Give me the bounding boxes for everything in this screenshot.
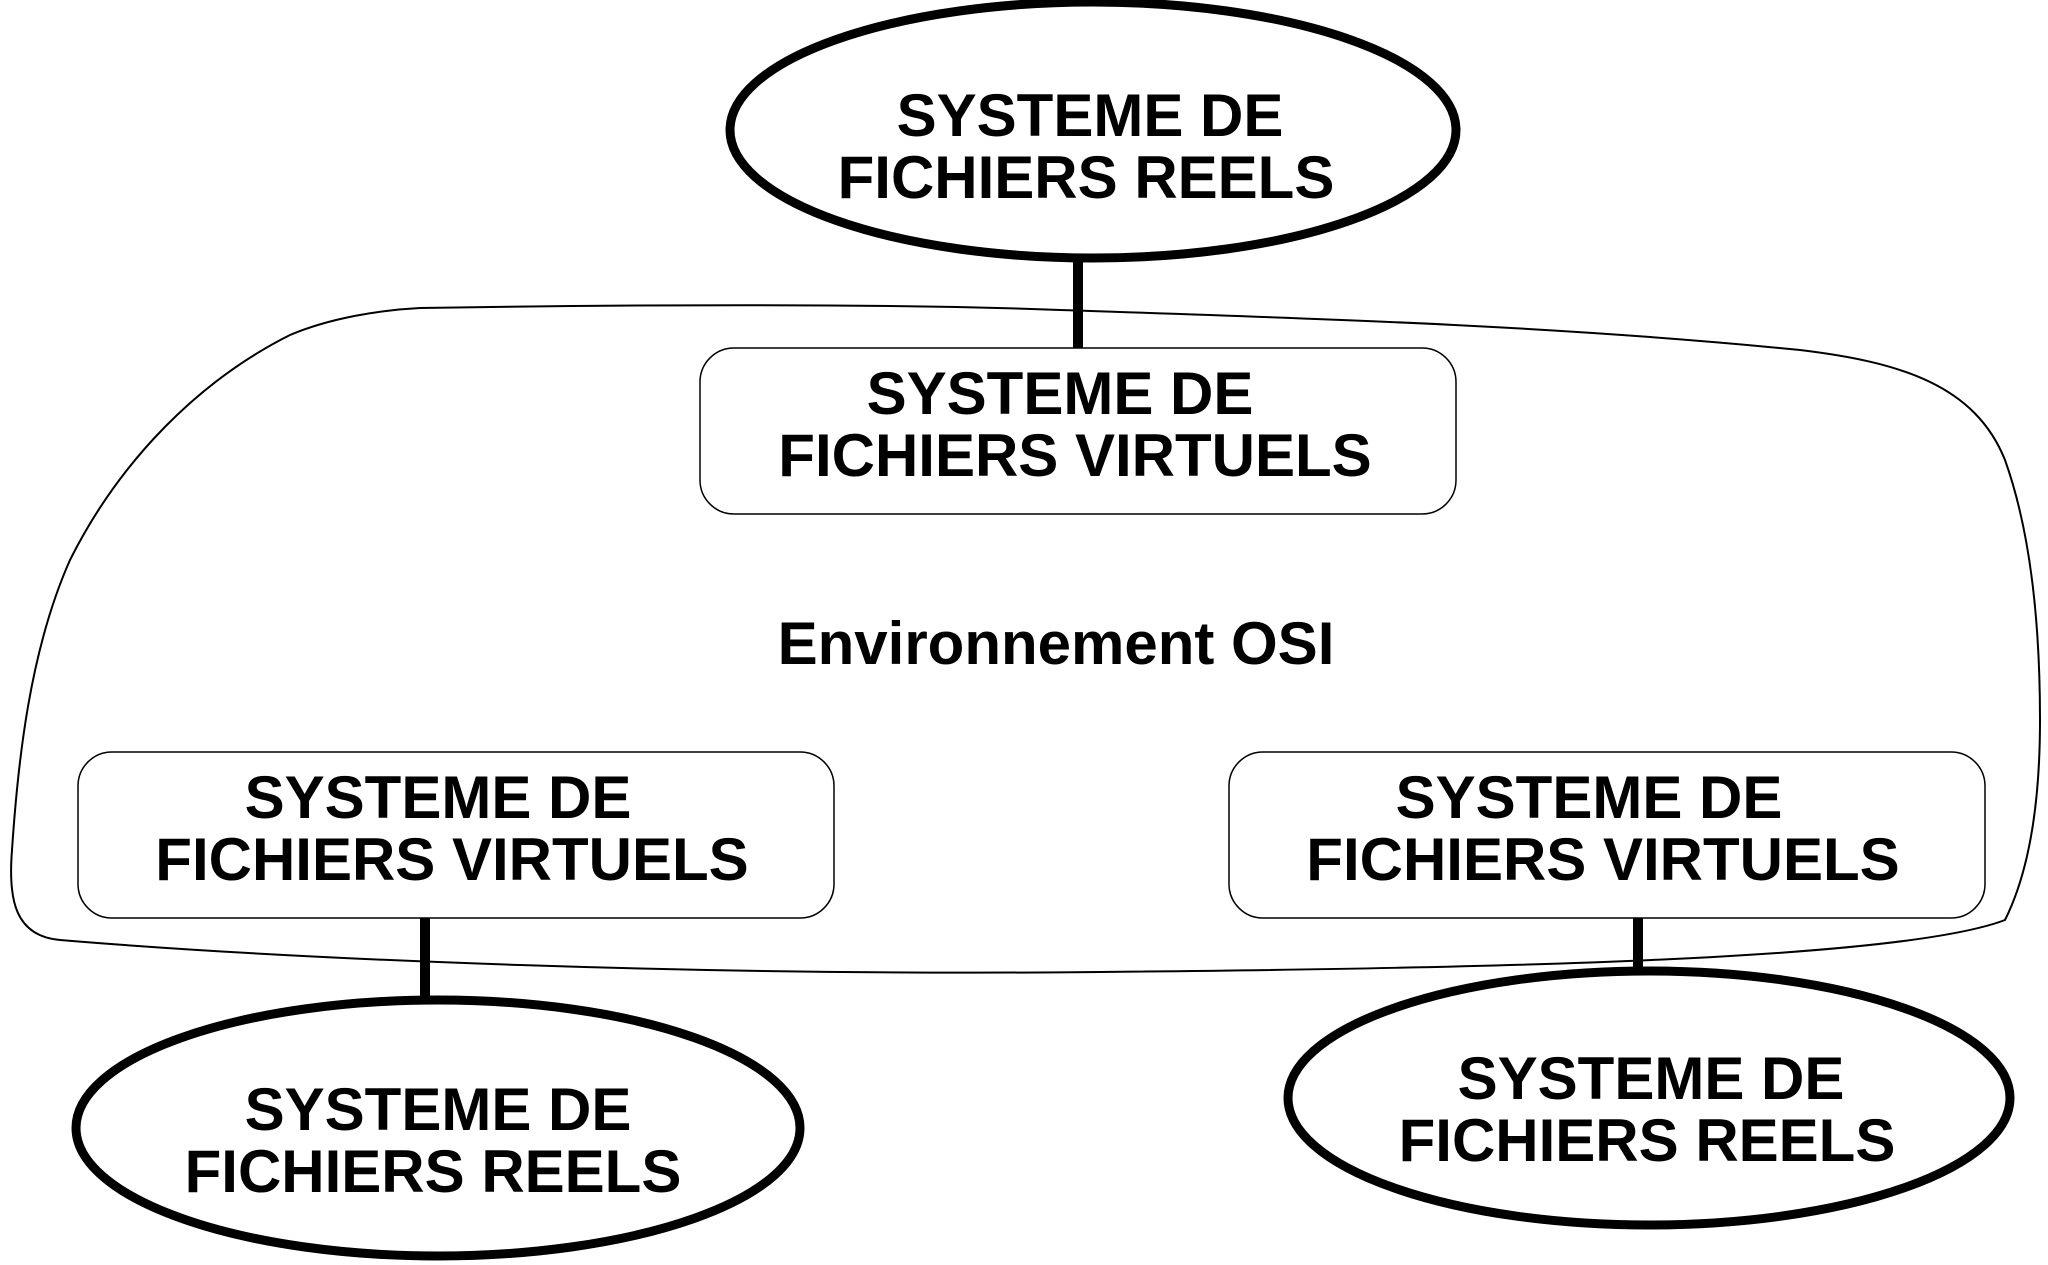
virtual-file-system-top-line1: SYSTEME DE [867, 360, 1254, 427]
real-file-system-top-shape [725, 0, 1461, 263]
real-file-system-bottom-right: SYSTEME DE FICHIERS REELS [1283, 966, 2015, 1230]
virtual-file-system-right-line2: FICHIERS VIRTUELS [1306, 826, 1899, 893]
real-file-system-bottom-left-line1: SYSTEME DE [245, 1076, 632, 1143]
real-file-system-bottom-right-line2: FICHIERS REELS [1399, 1107, 1896, 1174]
virtual-file-system-right-shape [1228, 751, 1986, 919]
real-file-system-bottom-left: SYSTEME DE FICHIERS REELS [71, 995, 805, 1261]
real-file-system-bottom-right-line1: SYSTEME DE [1458, 1045, 1845, 1112]
virtual-file-system-right-line1: SYSTEME DE [1396, 764, 1783, 831]
real-file-system-top-line2: FICHIERS REELS [838, 144, 1335, 211]
virtual-file-system-left-shape [77, 751, 835, 919]
virtual-file-system-left: SYSTEME DE FICHIERS VIRTUELS [77, 751, 835, 919]
virtual-file-system-left-line1: SYSTEME DE [245, 764, 632, 831]
real-file-system-bottom-left-shape [71, 995, 805, 1261]
real-file-system-top: SYSTEME DE FICHIERS REELS [725, 0, 1461, 263]
real-file-system-top-line1: SYSTEME DE [897, 82, 1284, 149]
virtual-file-system-top-shape [699, 347, 1457, 515]
real-file-system-bottom-left-line2: FICHIERS REELS [185, 1138, 682, 1205]
virtual-file-system-top-line2: FICHIERS VIRTUELS [778, 422, 1371, 489]
osi-environment-boundary [10, 304, 2041, 974]
virtual-file-system-left-line2: FICHIERS VIRTUELS [155, 826, 748, 893]
virtual-file-system-right: SYSTEME DE FICHIERS VIRTUELS [1228, 751, 1986, 919]
environment-label: Environnement OSI [778, 610, 1335, 677]
real-file-system-bottom-right-shape [1283, 966, 2015, 1230]
virtual-file-system-top: SYSTEME DE FICHIERS VIRTUELS [699, 347, 1457, 515]
